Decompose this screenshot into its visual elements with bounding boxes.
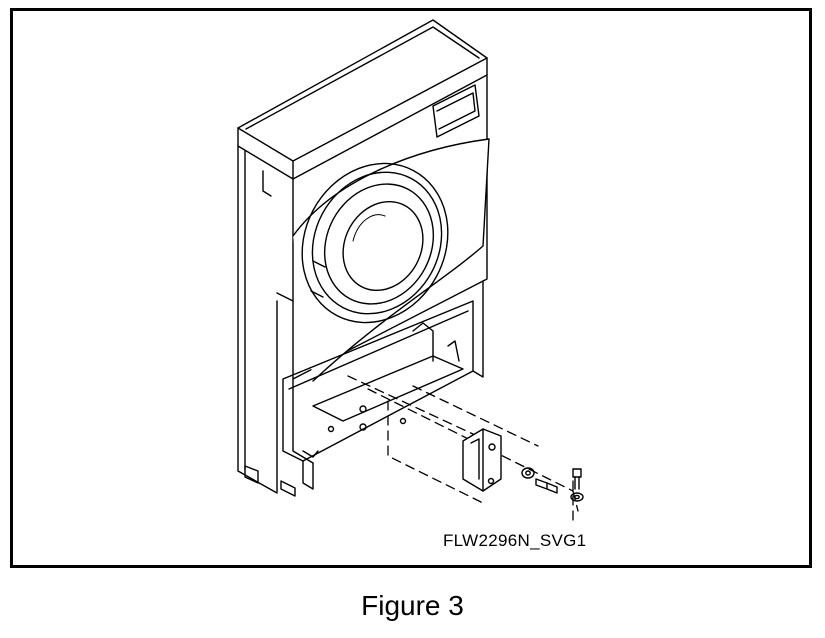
door-assembly [292,138,490,382]
washer-bracket-illustration [237,19,584,522]
bolt-vertical [570,468,584,502]
mounting-bracket [462,428,502,492]
bolt-horizontal [535,478,558,494]
drawing-code-label: FLW2296N_SVG1 [443,531,587,550]
figure-frame: FLW2296N_SVG1 [10,8,812,568]
cabinet-side [237,145,278,494]
figure-caption: Figure 3 [361,590,464,621]
washer-part [521,467,535,479]
detergent-drawer [432,84,480,138]
